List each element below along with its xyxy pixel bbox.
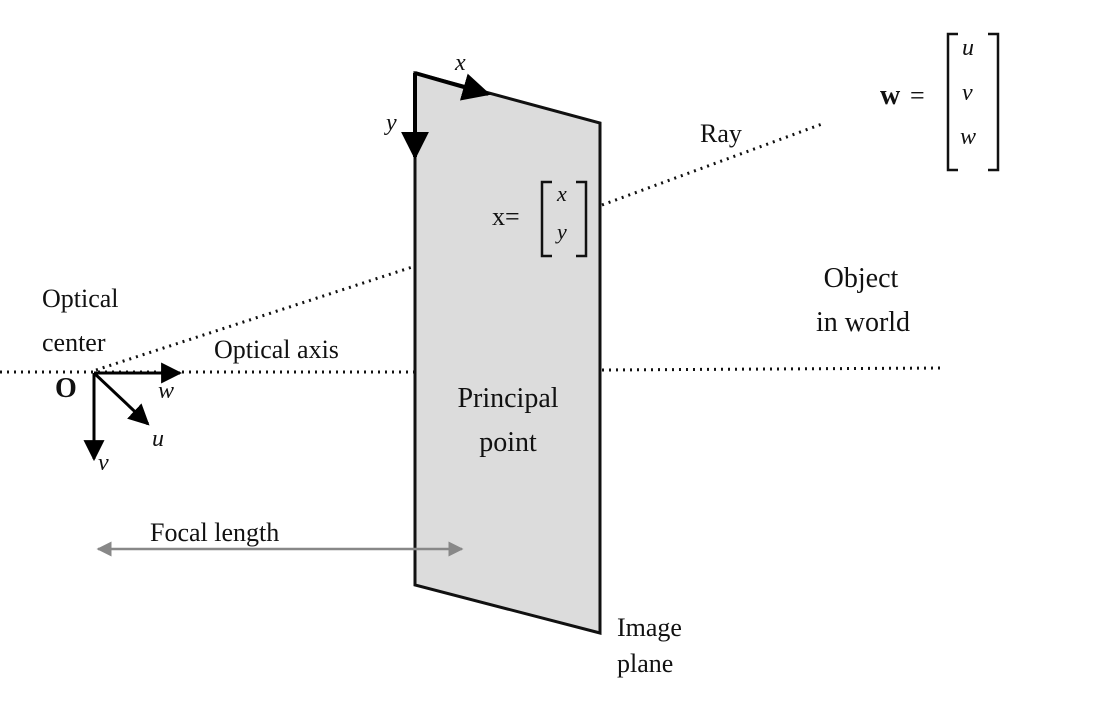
camera-u-axis-arrow (92, 371, 150, 426)
world-point-right-bracket (988, 32, 1000, 172)
image-plane-label-line2: plane (617, 649, 673, 678)
object-label-line2: in world (816, 307, 910, 338)
world-point-w: w (960, 124, 976, 150)
ray-label: Ray (700, 119, 742, 148)
world-point-symbol: w (880, 80, 901, 111)
image-point-left-bracket (540, 180, 552, 258)
world-point-v: v (962, 80, 973, 106)
camera-u-label: u (152, 426, 164, 452)
camera-v-label: v (98, 450, 109, 476)
image-point-prefix: x= (492, 202, 520, 231)
world-point-u: u (962, 35, 974, 61)
world-point-equals: = (910, 81, 925, 110)
camera-w-label: w (158, 378, 174, 404)
image-point-x: x (556, 181, 567, 206)
image-y-axis-label: y (384, 110, 397, 136)
image-x-axis-label: x (454, 50, 466, 76)
optical-axis-label: Optical axis (214, 335, 339, 364)
world-point-left-bracket (946, 32, 958, 172)
optical-center-label-line1: Optical (42, 284, 119, 313)
principal-point-label-line2: point (479, 427, 537, 458)
image-point-right-bracket (576, 180, 588, 258)
image-plane-label-line1: Image (617, 613, 682, 642)
principal-point-label-line1: Principal (457, 383, 558, 414)
optical-axis-line-beyond (601, 366, 943, 372)
object-label-line1: Object (824, 263, 899, 294)
origin-label: O (55, 373, 77, 404)
focal-length-label: Focal length (150, 518, 279, 547)
optical-center-label-line2: center (42, 328, 106, 357)
image-plane (413, 71, 602, 635)
image-point-y: y (555, 219, 567, 244)
image-x-axis-arrow (414, 71, 491, 101)
